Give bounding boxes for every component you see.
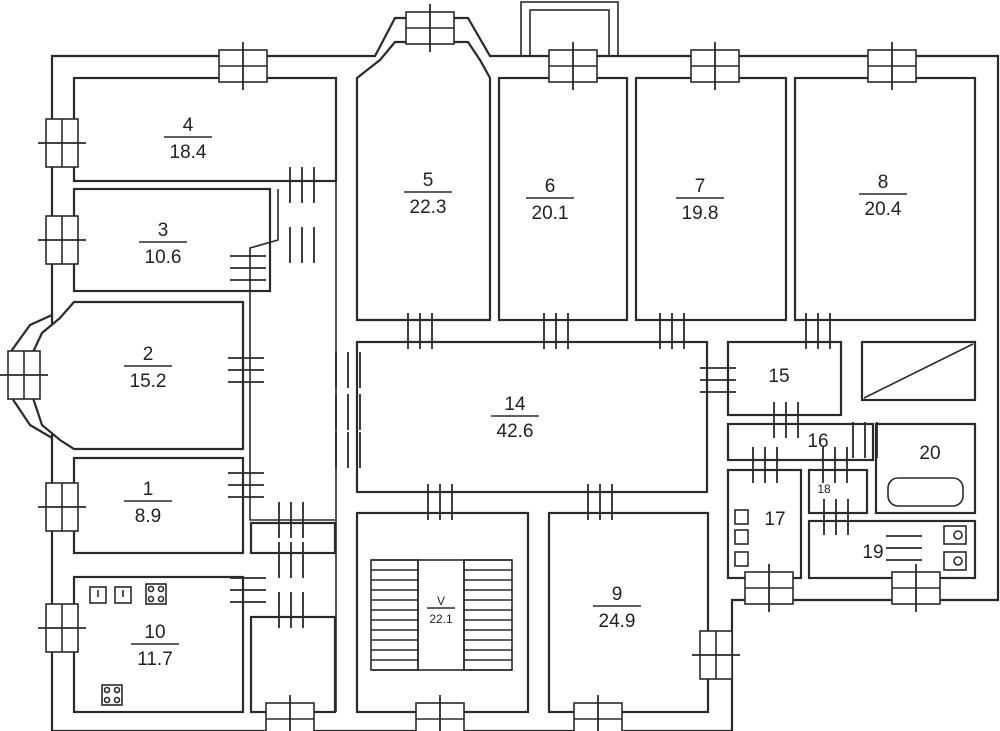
stove-icon	[145, 583, 167, 605]
room-6-shape	[497, 76, 629, 322]
room-16-shape	[726, 422, 875, 462]
room-number-10: 10	[144, 622, 165, 643]
room-area-7: 19.8	[682, 203, 719, 224]
room-area-5: 22.3	[410, 197, 447, 218]
room-number-14: 14	[504, 394, 526, 415]
room-number-18: 18	[817, 482, 831, 496]
room-1-shape	[72, 456, 245, 555]
room-labels: 1 8.9 2 15.2 3 10.6 4 18.4 5 22.3 6 20.1 7 19.8 8 20.4 9…	[124, 115, 941, 670]
openings	[0, 4, 941, 731]
room-area-10: 11.7	[137, 649, 173, 670]
roof-access-inner	[529, 9, 610, 57]
room-area-2: 15.2	[130, 371, 167, 392]
stair-landing	[417, 559, 465, 671]
room-18-shape	[807, 468, 869, 515]
room-4-shape	[72, 76, 338, 183]
corridor-lobby	[249, 521, 337, 555]
hob-icon	[101, 684, 123, 706]
room-number-4: 4	[183, 115, 194, 136]
room-number-5: 5	[423, 170, 434, 191]
room-number-8: 8	[878, 172, 889, 193]
room-number-1: 1	[143, 479, 154, 500]
room-number-9: 9	[612, 584, 623, 605]
sink-icon	[89, 586, 132, 604]
room-number-17: 17	[764, 509, 785, 530]
room-v-shape	[355, 511, 530, 714]
room-20-shape	[874, 422, 977, 515]
room-8-shape	[793, 76, 977, 322]
room-area-v: 22.1	[429, 612, 453, 626]
stair-flights	[370, 559, 513, 671]
room-area-3: 10.6	[145, 247, 182, 268]
room-area-9: 24.9	[599, 611, 636, 632]
corridor-lower	[249, 615, 337, 714]
room-number-6: 6	[545, 176, 556, 197]
shaft-diagonal	[863, 343, 974, 399]
room-5-shape	[355, 40, 492, 322]
room-number-7: 7	[695, 176, 706, 197]
bathtub	[887, 477, 964, 507]
room-2-shape	[31, 300, 245, 451]
room-area-6: 20.1	[532, 203, 569, 224]
toilet-icon	[943, 525, 967, 571]
room-number-v: V	[437, 594, 445, 608]
room-number-20: 20	[919, 443, 940, 464]
room-area-4: 18.4	[170, 142, 207, 163]
room-area-1: 8.9	[135, 506, 161, 527]
room-9-shape	[547, 511, 710, 714]
room-14-shape	[355, 340, 709, 494]
room-area-8: 20.4	[865, 199, 902, 220]
room-number-19: 19	[862, 542, 883, 563]
room-number-2: 2	[143, 344, 154, 365]
room-7-shape	[634, 76, 788, 322]
room-3-shape	[72, 187, 272, 293]
room-number-16: 16	[807, 431, 828, 452]
room-area-14: 42.6	[497, 421, 534, 442]
room-number-3: 3	[158, 220, 169, 241]
room-15-shape	[726, 340, 843, 417]
room-number-15: 15	[768, 366, 789, 387]
washbasin-icon	[734, 509, 749, 567]
